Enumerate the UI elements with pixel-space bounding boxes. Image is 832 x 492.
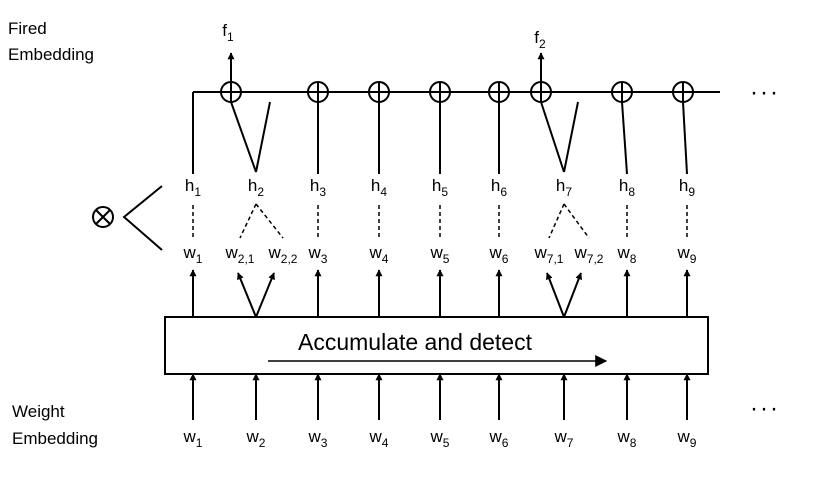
node-labels: f1 f2 h1 h2 h3 h4 h5 h6 h7 h8 h9 w1 w2,1 w2,2 w3 w4 w5 w6…	[183, 21, 697, 450]
hidden-label-9: h9	[679, 176, 695, 199]
v-branch-right	[563, 101, 579, 173]
upper-weight-label-10: w8	[617, 243, 637, 266]
adder-icon	[530, 81, 552, 103]
dashed-split-link	[548, 203, 565, 239]
lower-weight-label-9: w9	[677, 427, 697, 450]
lower-weight-label-6: w6	[489, 427, 509, 450]
top-ellipsis: ···	[750, 79, 780, 106]
connection-lines	[189, 52, 720, 420]
upper-weight-label-3: w2,2	[268, 243, 298, 266]
dashed-split-link	[255, 203, 284, 239]
upper-weight-label-9: w7,2	[574, 243, 604, 266]
fired-embedding-label-line2: Embedding	[8, 45, 94, 64]
split-arrow-w21	[237, 272, 257, 318]
output-label-f1: f1	[222, 21, 234, 44]
hidden-label-7: h7	[556, 176, 572, 199]
v-branch-left	[540, 101, 565, 173]
hidden-label-6: h6	[491, 176, 507, 199]
hidden-label-3: h3	[310, 176, 326, 199]
adder-icon	[368, 81, 390, 103]
dashed-split-link	[239, 203, 257, 239]
adder-to-hidden-line	[682, 101, 688, 175]
hidden-label-5: h5	[432, 176, 448, 199]
split-arrow-w71	[546, 272, 565, 318]
upper-weight-label-6: w5	[430, 243, 450, 266]
product-operator	[92, 185, 163, 251]
upper-weight-label-1: w1	[183, 243, 203, 266]
hidden-label-8: h8	[619, 176, 635, 199]
upper-weight-label-5: w4	[369, 243, 389, 266]
upper-weight-label-11: w9	[677, 243, 697, 266]
lower-weight-label-3: w3	[308, 427, 328, 450]
adder-icon	[611, 81, 633, 103]
upper-weight-label-4: w3	[308, 243, 328, 266]
adder-icon	[307, 81, 329, 103]
upper-weight-label-8: w7,1	[534, 243, 564, 266]
lower-weight-label-4: w4	[369, 427, 389, 450]
v-branch-right	[255, 101, 271, 173]
upper-weight-label-2: w2,1	[225, 243, 255, 266]
upper-weight-label-7: w6	[489, 243, 509, 266]
lower-weight-label-2: w2	[246, 427, 266, 450]
adder-icon	[429, 81, 451, 103]
weight-embedding-label-line2: Embedding	[12, 429, 98, 448]
adder-nodes	[220, 81, 694, 103]
bottom-ellipsis: ···	[750, 395, 780, 422]
adder-to-hidden-line	[621, 101, 628, 175]
hidden-label-2: h2	[248, 176, 264, 199]
fired-embedding-label-line1: Fired	[8, 19, 47, 38]
accumulate-detect-label: Accumulate and detect	[298, 329, 533, 355]
lower-weight-label-7: w7	[554, 427, 574, 450]
weight-embedding-label-line1: Weight	[12, 402, 65, 421]
split-arrow-w22	[255, 272, 275, 318]
lower-weight-label-5: w5	[430, 427, 450, 450]
hidden-label-1: h1	[185, 176, 201, 199]
adder-icon	[488, 81, 510, 103]
hidden-label-4: h4	[371, 176, 387, 199]
accumulate-detect-box: Accumulate and detect	[164, 316, 709, 375]
lower-weight-label-8: w8	[617, 427, 637, 450]
adder-icon	[672, 81, 694, 103]
adder-icon	[220, 81, 242, 103]
output-label-f2: f2	[534, 28, 546, 51]
v-branch-left	[230, 101, 257, 173]
split-arrow-w72	[563, 272, 582, 318]
lower-weight-label-1: w1	[183, 427, 203, 450]
dashed-split-link	[563, 203, 590, 239]
